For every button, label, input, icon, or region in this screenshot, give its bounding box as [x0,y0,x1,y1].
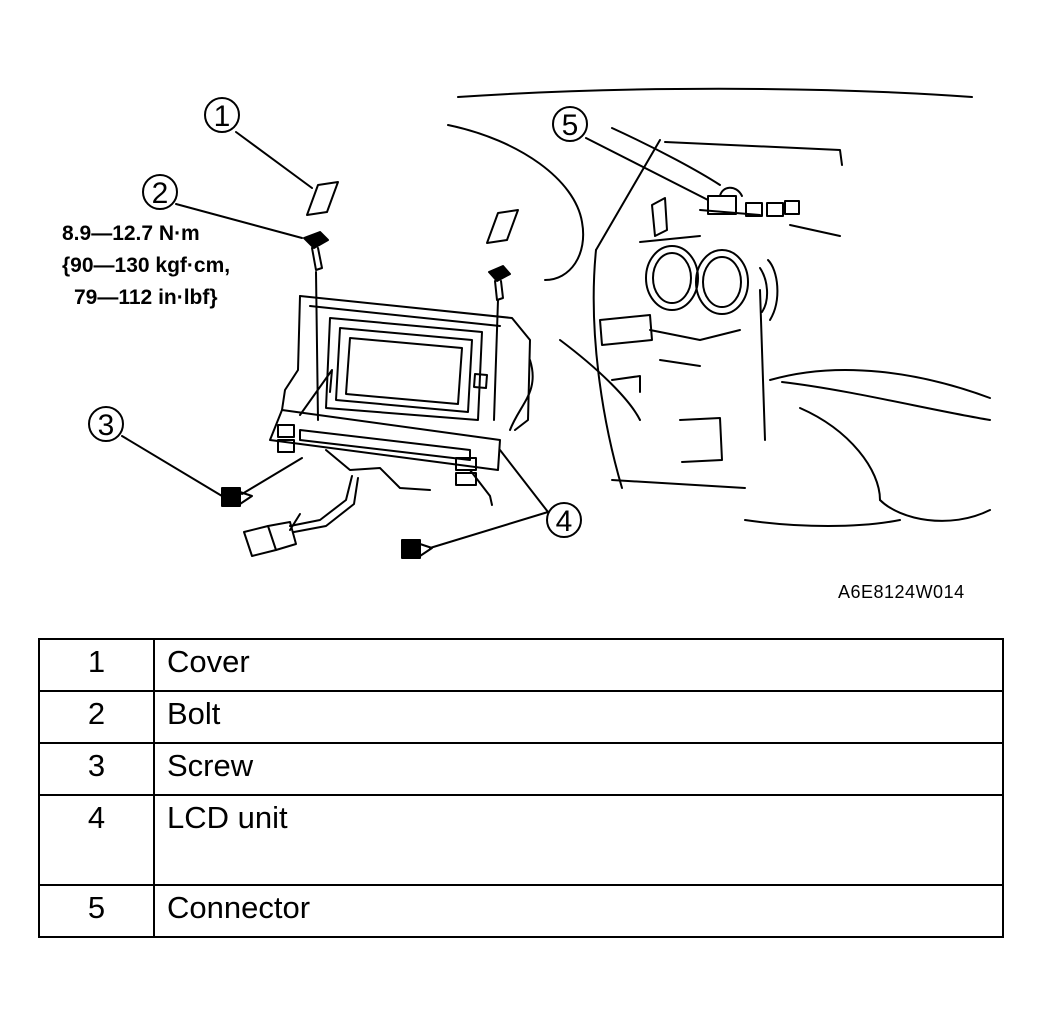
svg-text:1: 1 [214,100,231,133]
svg-text:3: 3 [98,409,115,442]
part-name: Bolt [153,690,1004,744]
part-number: 3 [38,742,155,796]
part-number: 5 [38,884,155,938]
part-name: Connector [153,884,1004,938]
parts-legend-table: 1 Cover 2 Bolt 3 Screw 4 LCD unit 5 Conn… [38,638,1004,938]
callout-3: 3 [88,406,124,442]
callout-5: 5 [552,106,588,142]
dashboard-outline [447,87,991,527]
torque-spec-kgf: {90—130 kgf·cm, [62,254,231,277]
svg-text:5: 5 [562,109,579,142]
table-row: 2 Bolt [38,690,1004,744]
part-number: 2 [38,690,155,744]
part-name: Screw [153,742,1004,796]
callout-2: 2 [142,174,178,210]
table-row: 4 LCD unit [38,794,1004,886]
callout-4: 4 [546,502,582,538]
torque-spec-nm: 8.9—12.7 N·m [62,222,200,245]
part-number: 1 [38,638,155,692]
table-row: 5 Connector [38,884,1004,938]
exploded-view-diagram: 1 2 3 4 5 [88,87,991,559]
leader-lines [121,131,709,549]
cover-parts [306,181,519,244]
part-name: LCD unit [153,794,1004,886]
table-row: 3 Screw [38,742,1004,796]
part-name: Cover [153,638,1004,692]
bolt-parts [303,231,511,421]
screw-parts [221,487,433,559]
table-row: 1 Cover [38,638,1004,692]
svg-text:4: 4 [556,505,573,538]
torque-spec-inlbf: 79—112 in·lbf} [74,286,218,309]
part-number: 4 [38,794,155,886]
svg-text:2: 2 [152,177,169,210]
lcd-unit [243,295,534,557]
figure-code: A6E8124W014 [838,582,965,602]
callout-1: 1 [204,97,240,133]
